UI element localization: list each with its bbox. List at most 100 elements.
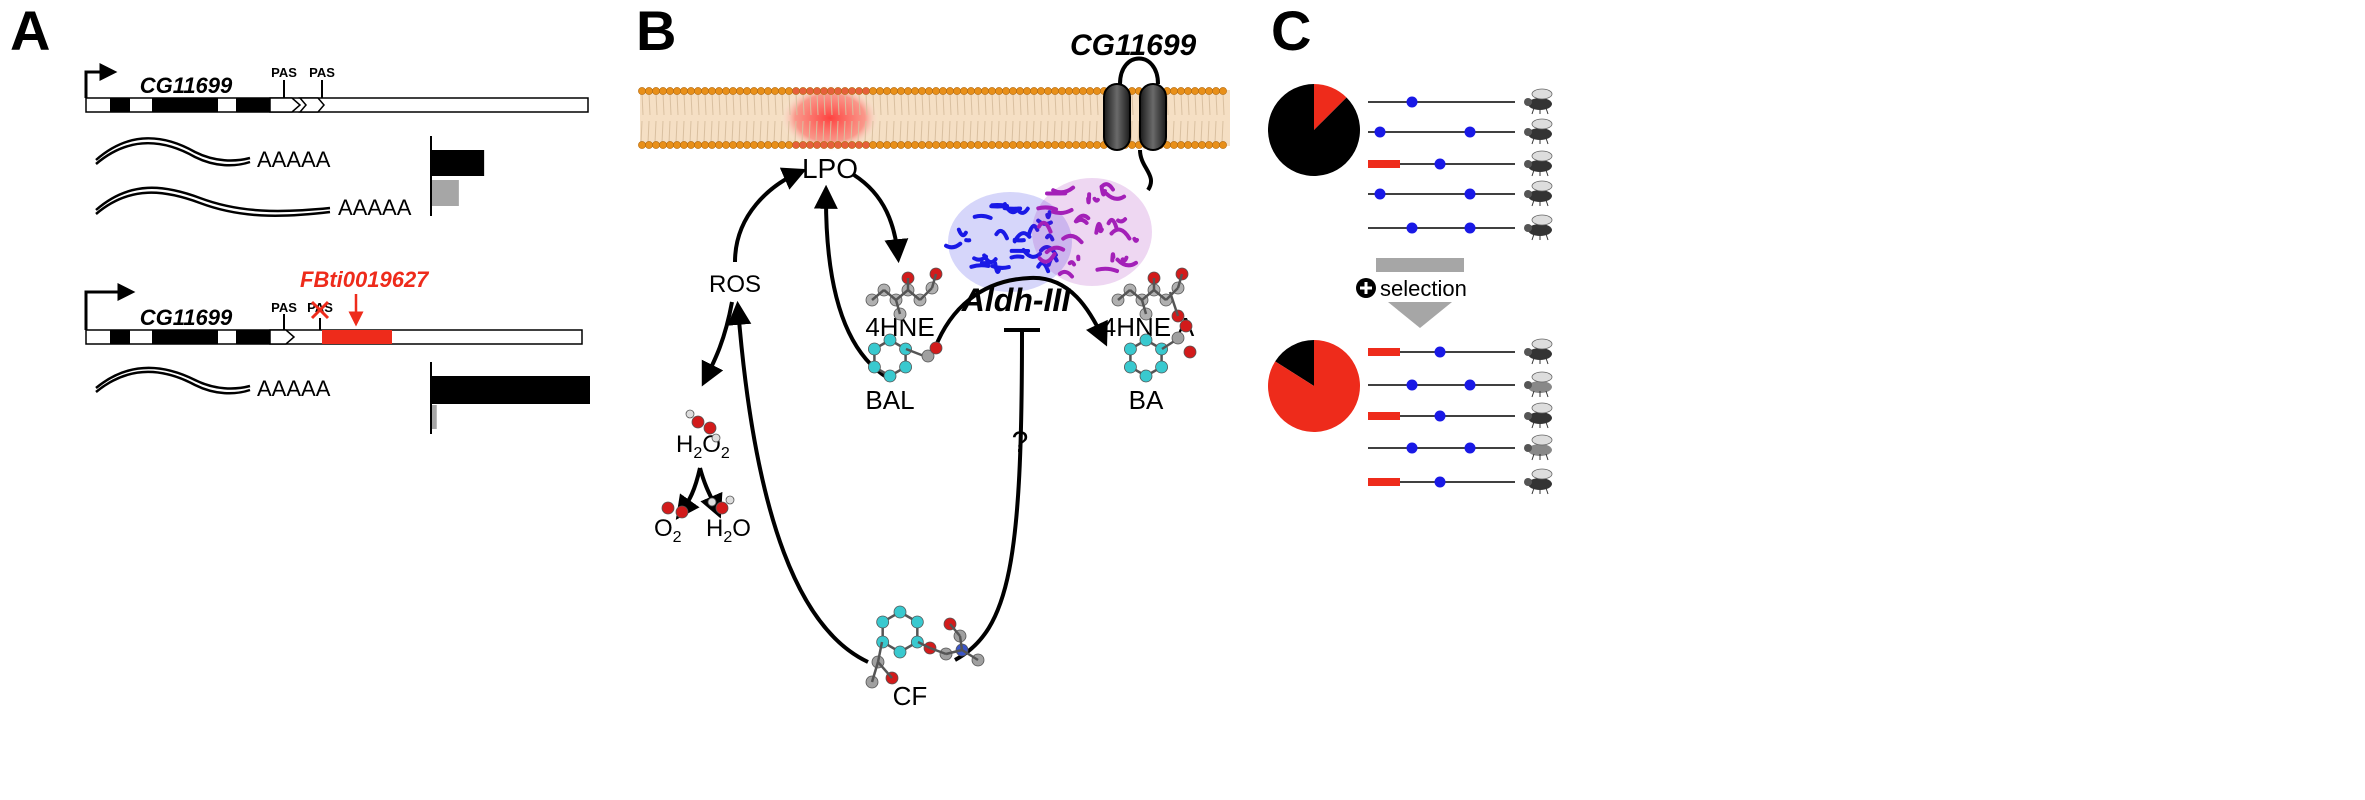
lipid-head xyxy=(904,141,912,149)
lipid-head xyxy=(722,87,730,95)
lipid-head xyxy=(771,87,779,95)
inhibition-line xyxy=(954,331,1024,662)
label-cf: CF xyxy=(893,681,928,711)
lipid-head xyxy=(715,141,723,149)
tss-arrow-icon-2 xyxy=(84,283,136,330)
lipid-head xyxy=(645,141,653,149)
lipid-head xyxy=(988,141,996,149)
lipid-head xyxy=(834,141,842,149)
lipid-head xyxy=(841,87,849,95)
polya-2: AAAAA xyxy=(338,195,412,220)
fly-icon xyxy=(1524,371,1553,398)
panel-letter-c: C xyxy=(1271,0,1311,62)
lipid-head xyxy=(953,141,961,149)
fly-icon xyxy=(1524,338,1553,365)
lipid-head xyxy=(974,141,982,149)
lipid-head xyxy=(1177,87,1185,95)
lipid-head xyxy=(848,141,856,149)
lipid-head xyxy=(1086,141,1094,149)
lipid-head xyxy=(932,141,940,149)
gene-model-top: PAS PAS CG11699 xyxy=(84,63,589,113)
lipid-head xyxy=(960,141,968,149)
lipid-head xyxy=(1093,141,1101,149)
exon-2 xyxy=(152,98,218,112)
lipid-head xyxy=(806,87,814,95)
lipid-head xyxy=(820,141,828,149)
lipid-head xyxy=(1037,87,1045,95)
lipid-head xyxy=(1065,141,1073,149)
label-h2o2: H2O2 xyxy=(676,431,730,462)
lipid-head xyxy=(1212,87,1220,95)
lipid-head xyxy=(925,141,933,149)
lipid-head xyxy=(687,141,695,149)
molecule-bal xyxy=(868,333,912,383)
lipid-head xyxy=(701,87,709,95)
lipid-head xyxy=(785,87,793,95)
pie-2-slice-1 xyxy=(1275,340,1314,386)
lipid-head xyxy=(799,141,807,149)
lipid-head xyxy=(778,141,786,149)
lipid-head xyxy=(1191,141,1199,149)
lipid-head xyxy=(1072,141,1080,149)
polya-1: AAAAA xyxy=(257,147,331,172)
lipid-head xyxy=(1170,87,1178,95)
gene-label-membrane: CG11699 xyxy=(1070,29,1197,62)
pie-1-slice-1 xyxy=(1314,84,1347,130)
molecule-cf xyxy=(876,605,924,659)
te-marker xyxy=(1368,160,1400,168)
lipid-head xyxy=(974,87,982,95)
bar-2-2 xyxy=(432,405,437,429)
fly-icon xyxy=(1524,402,1553,429)
lipid-head xyxy=(694,87,702,95)
membrane-channel-icon xyxy=(1103,56,1167,192)
te-insertion-box xyxy=(322,330,392,344)
lipid-head xyxy=(1058,141,1066,149)
lipid-head xyxy=(673,141,681,149)
lipid-head xyxy=(1205,141,1213,149)
fly-icon xyxy=(1524,468,1553,495)
lipid-head xyxy=(883,141,891,149)
panel-b: B CG11699 LPO ROS 4HNE BAL 4HNE A BA CF … xyxy=(636,0,1230,711)
lipid-head xyxy=(883,87,891,95)
lipid-head xyxy=(827,87,835,95)
chromosome-row xyxy=(1368,126,1515,138)
lipid-head xyxy=(1198,87,1206,95)
lipid-head xyxy=(638,141,646,149)
lipid-head xyxy=(806,141,814,149)
snp-marker xyxy=(1434,158,1446,170)
lipid-head xyxy=(680,87,688,95)
arrow-h2o2-h2o xyxy=(698,467,723,519)
lipid-head xyxy=(1009,141,1017,149)
lipid-head xyxy=(666,87,674,95)
insertion-label: FBti0019627 xyxy=(300,267,430,292)
lipid-head xyxy=(799,87,807,95)
lipid-head xyxy=(1198,141,1206,149)
label-h2o: H2O xyxy=(706,515,751,546)
arrow-ros-lpo xyxy=(733,167,807,263)
lipid-head xyxy=(792,87,800,95)
panel-letter-b: B xyxy=(636,0,676,62)
lipid-head xyxy=(1051,141,1059,149)
pas-label-1: PAS xyxy=(271,65,297,80)
lipid-head xyxy=(820,87,828,95)
lipid-head xyxy=(890,141,898,149)
snp-marker xyxy=(1464,379,1476,391)
fly-icon xyxy=(1524,88,1553,115)
gene-label-top: CG11699 xyxy=(140,73,233,98)
fly-icon xyxy=(1524,434,1553,461)
lipid-head xyxy=(1037,141,1045,149)
fly-icons xyxy=(1524,88,1553,495)
lipid-head xyxy=(946,141,954,149)
lipid-head xyxy=(659,141,667,149)
snp-marker xyxy=(1434,346,1446,358)
utr-3prime xyxy=(269,97,302,113)
snp-marker xyxy=(1464,126,1476,138)
lipid-head xyxy=(680,141,688,149)
lipid-head xyxy=(939,87,947,95)
lipid-head xyxy=(652,141,660,149)
chromosome-row xyxy=(1368,96,1515,108)
fly-icon xyxy=(1524,214,1553,241)
lipid-head xyxy=(750,87,758,95)
fly-icon xyxy=(1524,150,1553,177)
lipid-head xyxy=(890,87,898,95)
